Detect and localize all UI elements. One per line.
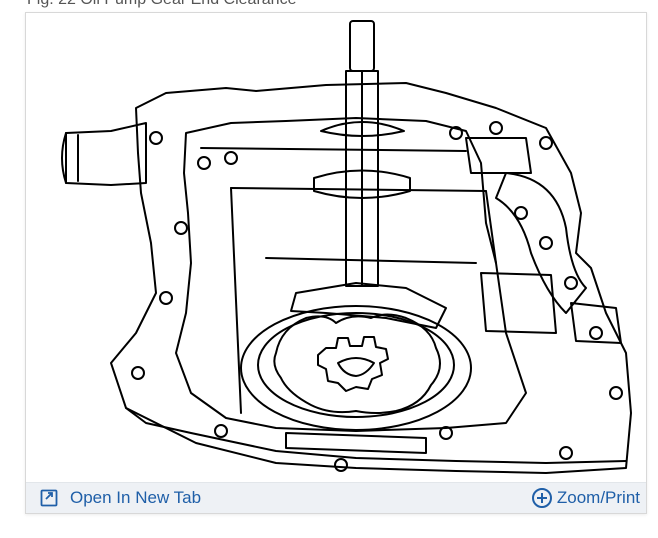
open-in-new-tab-button[interactable]: Open In New Tab [40,486,201,510]
figure-card: Open In New Tab Zoom/Print [25,12,647,514]
zoom-plus-icon [531,487,553,509]
open-in-new-tab-icon [40,489,58,507]
zoom-print-label: Zoom/Print [556,488,640,507]
oil-pump-illustration[interactable] [26,13,646,483]
zoom-print-button[interactable]: Zoom/Print [531,486,640,510]
open-in-new-tab-label: Open In New Tab [70,488,202,507]
figure-toolbar: Open In New Tab Zoom/Print [26,482,646,513]
figure-caption: Fig. 22 Oil Pump Gear End Clearance [27,0,296,9]
